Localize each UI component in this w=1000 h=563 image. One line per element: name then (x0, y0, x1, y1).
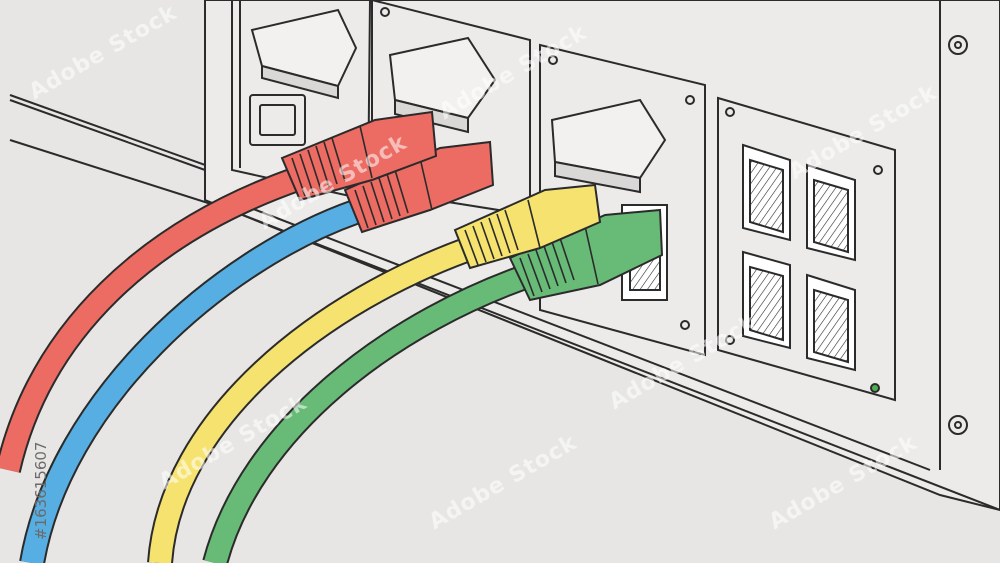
blue-cable (19, 140, 495, 563)
yellow-cable (147, 183, 602, 563)
stock-id-text: #163615607 (32, 441, 50, 540)
stock-id-label: #163615607 (8, 290, 50, 540)
rj45-port (742, 250, 791, 350)
status-led (870, 383, 880, 393)
rj45-port (806, 273, 856, 372)
red-cable (0, 110, 438, 473)
green-cable (202, 208, 664, 563)
rj45-port (742, 143, 791, 242)
rj45-port-block (717, 96, 896, 402)
rj45-port (806, 163, 856, 262)
